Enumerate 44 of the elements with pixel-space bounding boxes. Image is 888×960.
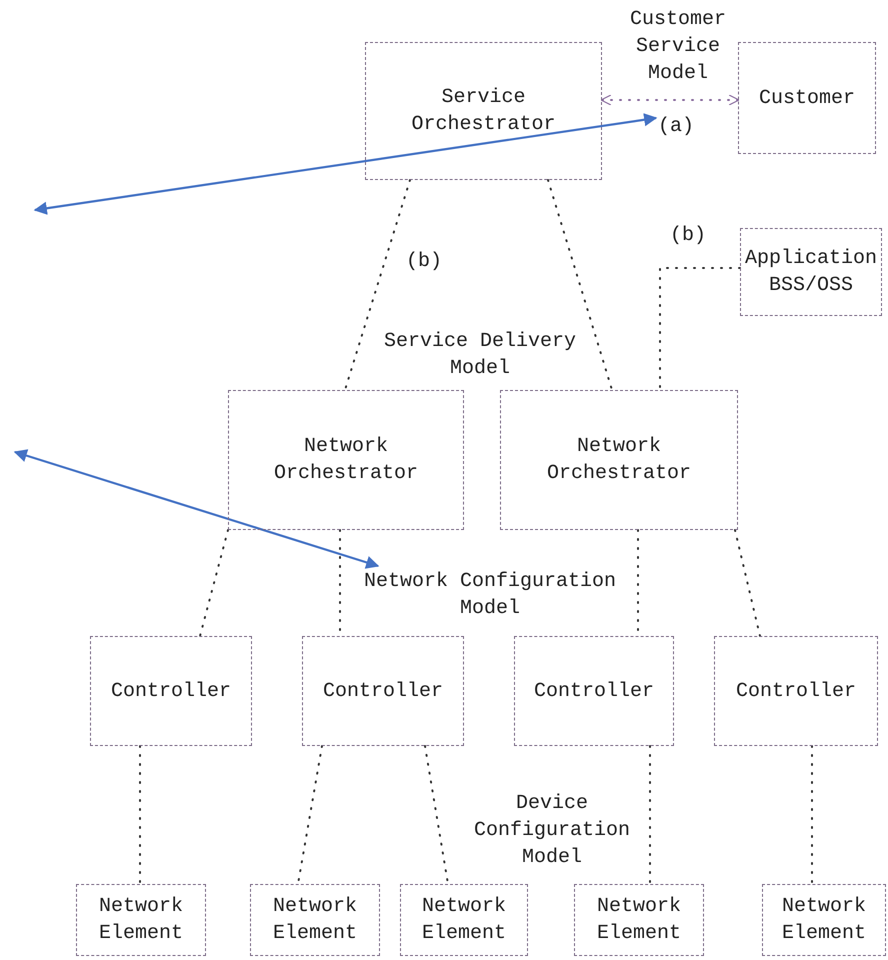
double-arrow (34, 113, 658, 215)
component-box (714, 636, 878, 746)
box-title: Controller (734, 678, 858, 704)
box-title: Network Orchestrator (546, 434, 692, 487)
component-box (740, 228, 882, 316)
component-box (514, 636, 674, 746)
component-box (762, 884, 886, 956)
box-title: Network Element (780, 894, 867, 947)
model-label: (b) (404, 249, 443, 275)
component-box (500, 390, 738, 530)
box-title: Customer (758, 86, 856, 112)
dotted-connector (811, 745, 813, 885)
component-box (302, 636, 464, 746)
box-title: Controller (110, 678, 232, 704)
box-title: Application BSS/OSS (744, 246, 878, 299)
box-title: Controller (532, 678, 656, 704)
component-box (365, 42, 602, 180)
dotted-connector (659, 267, 741, 391)
dotted-connector (344, 179, 411, 391)
box-title: Controller (322, 678, 444, 704)
model-label: Network Configuration Model (350, 566, 630, 624)
box-title: Network Element (98, 894, 184, 947)
double-arrow (600, 94, 740, 106)
component-box (90, 636, 252, 746)
component-box (228, 390, 464, 530)
box-title: Network Element (272, 894, 358, 947)
component-box (76, 884, 206, 956)
component-box (574, 884, 704, 956)
dotted-connector (199, 529, 229, 637)
box-title: Service Orchestrator (410, 85, 557, 138)
component-box (250, 884, 380, 956)
model-label: (a) (656, 112, 696, 140)
dotted-connector (734, 529, 761, 637)
double-arrow (14, 449, 380, 569)
box-title: Network Element (596, 894, 682, 947)
model-label: Device Configuration Model (472, 791, 632, 871)
component-box (400, 884, 528, 956)
dotted-connector (139, 745, 141, 885)
box-title: Network Element (420, 894, 507, 947)
component-box (738, 42, 876, 154)
model-label: Service Delivery Model (382, 329, 578, 382)
dotted-connector (547, 179, 613, 391)
dotted-connector (649, 745, 651, 885)
box-title: Network Orchestrator (272, 434, 420, 487)
